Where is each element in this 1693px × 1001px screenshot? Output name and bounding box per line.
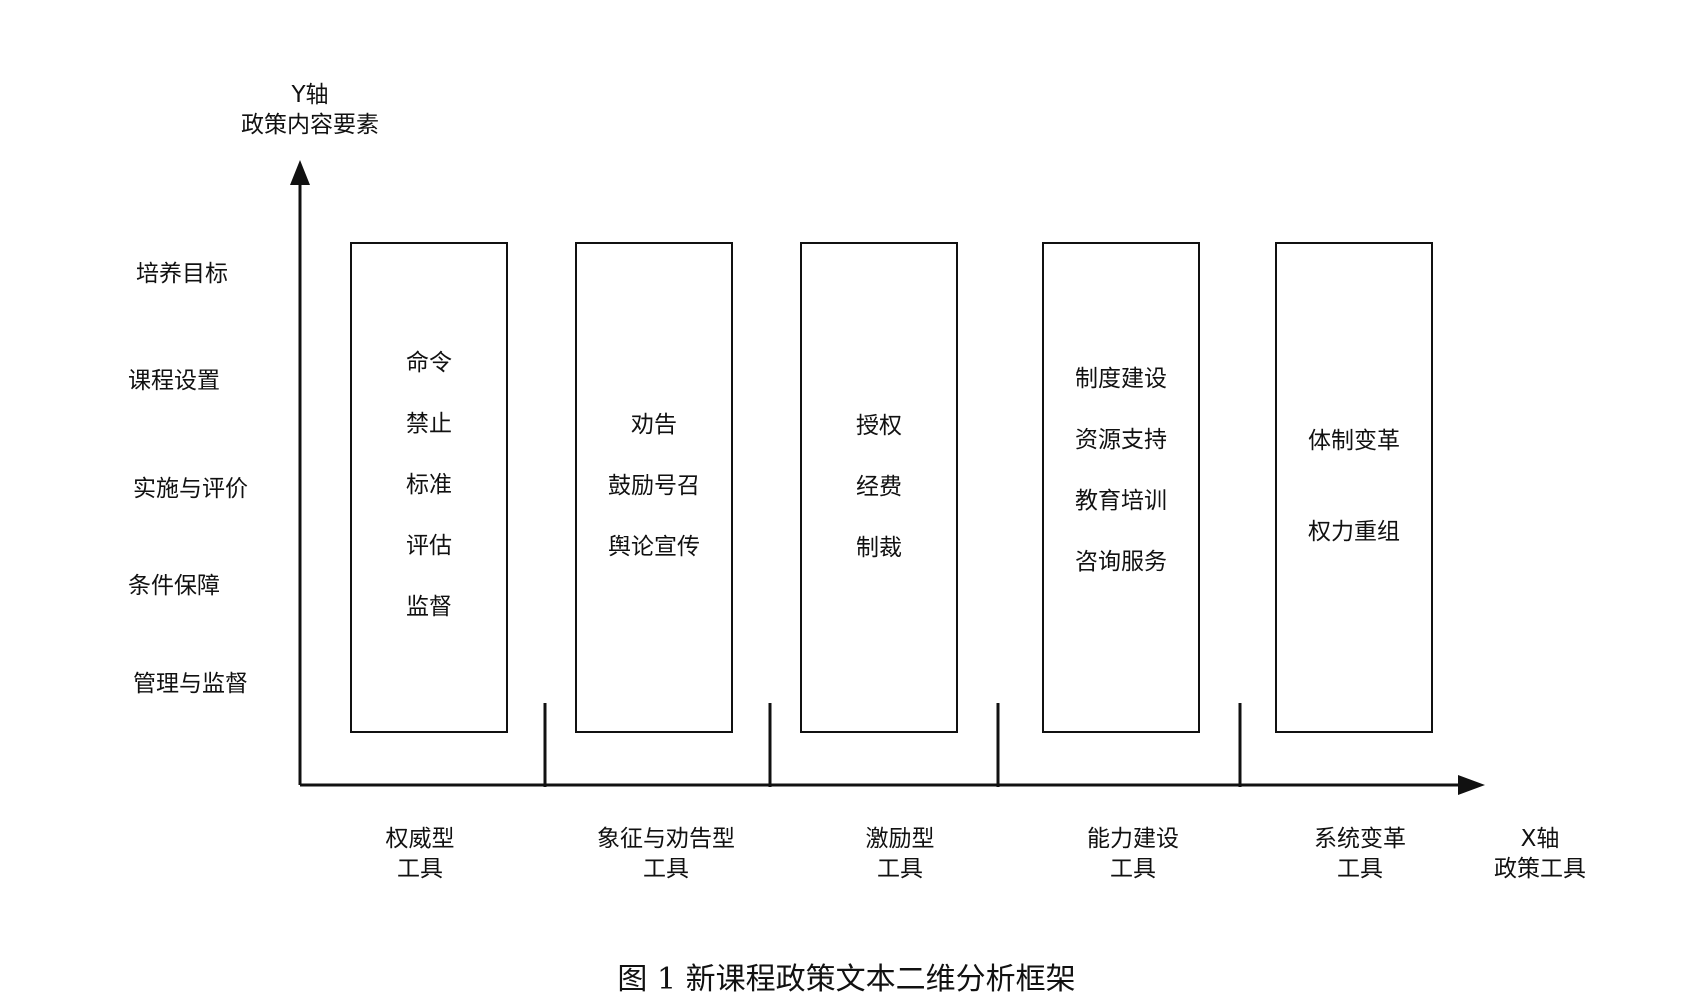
x-label-system-change: 系统变革 工具 [1240,824,1480,884]
x-label-line1: 权威型 [385,826,455,852]
y-label-training-goals: 培养目标 [136,261,228,287]
tool-item: 体制变革 [1308,428,1400,454]
x-label-line1: 象征与劝告型 [597,826,735,852]
y-axis-title: Y轴 政策内容要素 [200,80,420,140]
tool-item: 制裁 [856,535,902,561]
tool-item: 禁止 [406,411,452,437]
x-label-incentive: 激励型 工具 [780,824,1020,884]
tool-box-authority: 命令 禁止 标准 评估 监督 [350,242,508,733]
x-axis-title: X轴 政策工具 [1420,824,1660,884]
tool-box-system-change: 体制变革 权力重组 [1275,242,1433,733]
x-label-symbolic: 象征与劝告型 工具 [546,824,786,884]
tool-item: 鼓励号召 [608,473,700,499]
y-axis-arrow [290,160,310,185]
x-label-line1: 能力建设 [1087,826,1179,852]
tool-item: 教育培训 [1075,488,1167,514]
figure-caption: 图 1 新课程政策文本二维分析框架 [617,962,1076,997]
x-label-line2: 工具 [397,856,443,882]
y-label-conditions: 条件保障 [128,573,220,599]
y-axis-title-line1: Y轴 [291,82,329,108]
x-label-authority: 权威型 工具 [300,824,540,884]
tool-item: 命令 [406,350,452,376]
y-label-curriculum: 课程设置 [128,368,220,394]
tool-item: 舆论宣传 [608,534,700,560]
tool-box-capacity: 制度建设 资源支持 教育培训 咨询服务 [1042,242,1200,733]
x-axis-title-line2: 政策工具 [1494,856,1586,882]
x-label-line2: 工具 [877,856,923,882]
y-label-implementation: 实施与评价 [133,476,248,502]
x-label-line2: 工具 [643,856,689,882]
tool-item: 制度建设 [1075,366,1167,392]
x-label-line1: 系统变革 [1314,826,1406,852]
x-label-line1: 激励型 [865,826,935,852]
tool-item: 标准 [406,472,452,498]
tool-box-symbolic: 劝告 鼓励号召 舆论宣传 [575,242,733,733]
tool-item: 评估 [406,533,452,559]
tool-item: 授权 [856,413,902,439]
x-label-line2: 工具 [1110,856,1156,882]
x-label-line2: 工具 [1337,856,1383,882]
x-label-capacity: 能力建设 工具 [1013,824,1253,884]
tool-box-incentive: 授权 经费 制裁 [800,242,958,733]
tool-item: 经费 [856,474,902,500]
tool-item: 权力重组 [1308,519,1400,545]
x-axis-title-line1: X轴 [1520,826,1560,852]
x-axis-arrow [1458,775,1485,795]
tool-item: 劝告 [631,412,677,438]
tool-item: 监督 [406,594,452,620]
y-axis-title-line2: 政策内容要素 [241,112,379,138]
tool-item: 咨询服务 [1075,549,1167,575]
y-label-management: 管理与监督 [133,671,248,697]
tool-item: 资源支持 [1075,427,1167,453]
